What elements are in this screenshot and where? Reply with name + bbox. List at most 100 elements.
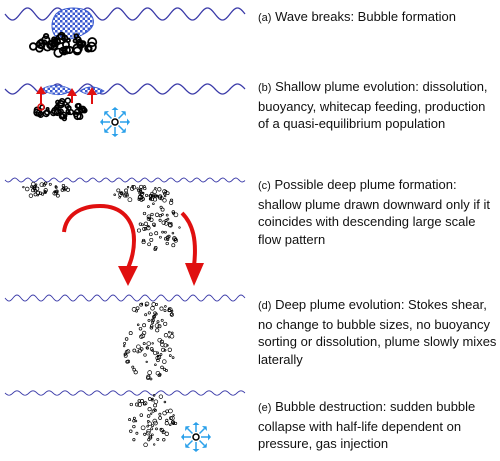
bubble [161,213,164,216]
bubble [152,315,156,318]
bubble-cloud-c [22,181,181,252]
bubble [151,349,154,352]
bubble [118,196,121,199]
bubble [141,238,146,243]
bubble [139,302,143,307]
bubble [139,187,143,191]
bubble [147,407,152,412]
bubble [146,375,151,380]
wave-surface-c [4,177,246,183]
bubble [159,353,163,356]
bubble [142,211,147,216]
bubble [131,185,134,188]
bubble-cloud-d [123,301,175,381]
bubble [160,347,166,353]
bubble [85,45,93,52]
bubble [161,230,164,234]
bubble [148,232,153,237]
bubble [147,421,152,426]
bubble [63,188,66,192]
bubble [150,433,154,437]
bubble [163,194,167,198]
bubble [64,97,72,104]
bubble [24,186,30,192]
bubble [151,302,156,307]
bubble [146,346,149,350]
bubble [33,185,37,189]
bubble [49,109,57,117]
bubble [138,326,143,331]
bubble [147,370,153,375]
bubble [157,187,162,192]
bubble [132,438,136,442]
bubble [154,231,159,236]
bubble [72,46,82,56]
bubble [123,193,128,198]
bubble [146,341,151,346]
bubble [153,350,158,356]
bubble [61,45,71,55]
bubble [38,42,45,50]
bubble [61,183,66,188]
bubble [146,428,151,434]
bubble [75,102,82,109]
bubble [155,370,161,376]
breaking-wave-foam [51,7,94,41]
bubble [158,416,162,420]
bubble [62,40,71,49]
caption-bubble-destruction: (e) Bubble destruction: sudden bubble co… [258,398,498,453]
bubble [43,190,47,194]
bubble [132,419,136,423]
bubble [168,354,172,357]
bubble [139,347,144,351]
bubble [142,342,146,346]
bubble [144,303,148,307]
bubble [129,429,133,433]
bubble [136,344,141,349]
bubble [159,427,164,432]
bubble [146,414,151,418]
bubble [58,113,66,120]
bubble [155,328,160,333]
bubble [160,207,165,212]
bubble-collapse-burst-icon [181,422,211,452]
bubble [151,424,154,428]
bubble [149,324,154,328]
bubble [152,315,156,319]
bubble [164,230,167,234]
bubble [43,188,48,193]
bubble [148,435,152,439]
bubble [135,431,139,435]
dissolution-burst-icon [100,107,130,137]
bubble [149,237,154,242]
bubble [127,197,133,203]
bubble [78,108,84,114]
bubble [35,183,38,186]
bubble [169,312,175,317]
bubble [149,377,153,381]
bubble [170,415,175,421]
bubble [46,39,56,50]
bubble [22,185,25,189]
caption-tag: (a) [258,12,272,24]
bubble [132,367,136,372]
bubble [151,397,154,401]
caption-tag: (d) [258,300,272,312]
bubble [29,42,38,51]
bubble [151,409,155,413]
bubble [147,205,150,208]
bubble [168,423,172,426]
bubble [144,313,148,317]
caption-text: Deep plume evolution: Stokes shear, no c… [258,297,497,367]
bubble [165,418,169,422]
bubble [163,321,168,326]
bubble [143,221,149,226]
bubble [147,397,152,401]
bubble [131,307,137,312]
caption-tag: (e) [258,402,272,414]
bubble [154,212,160,217]
bubble [42,32,50,40]
bubble [43,181,48,185]
bubble [150,412,153,415]
bubble [148,193,153,198]
